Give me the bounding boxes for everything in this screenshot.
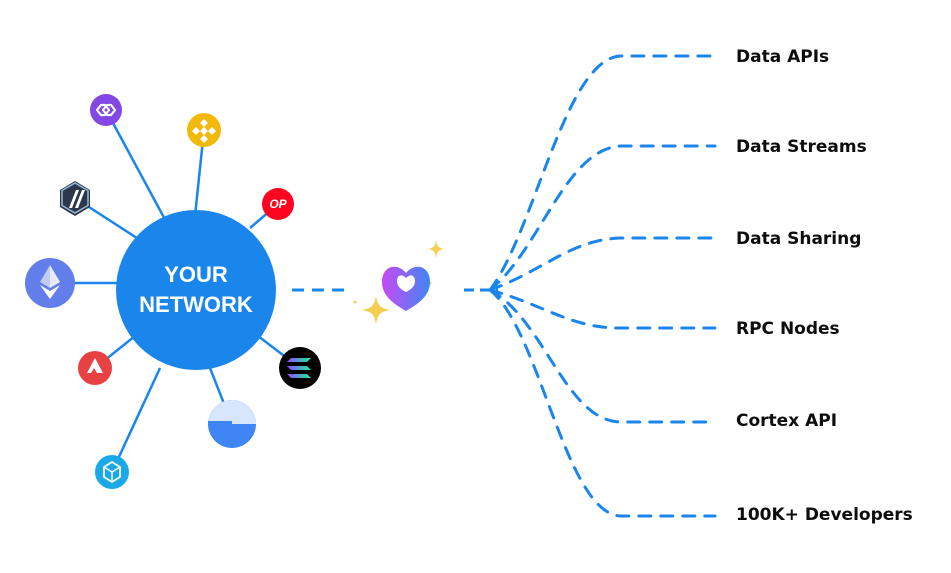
- output-label-cortex-api: Cortex API: [736, 411, 837, 431]
- spokes: [50, 109, 301, 473]
- output-labels: Data APIs Data Streams Data Sharing RPC …: [736, 47, 913, 525]
- output-label-data-apis: Data APIs: [736, 47, 829, 67]
- hub-label-line1: YOUR: [164, 262, 228, 287]
- avalanche-icon: [78, 351, 112, 385]
- ethereum-icon: [25, 258, 75, 308]
- hub-circle: [116, 210, 276, 370]
- hub-label-line2: NETWORK: [139, 292, 253, 317]
- base-icon: [208, 400, 256, 448]
- arbitrum-icon: [60, 181, 90, 216]
- optimism-label: OP: [269, 197, 287, 211]
- output-label-rpc-nodes: RPC Nodes: [736, 319, 840, 339]
- connector-data-apis: [488, 54, 717, 292]
- fantom-icon: [95, 455, 129, 489]
- platform-logo-icon: [382, 266, 430, 311]
- connector-developers: [488, 288, 717, 518]
- polygon-icon: [90, 94, 122, 126]
- output-label-developers: 100K+ Developers: [736, 505, 913, 525]
- output-label-data-sharing: Data Sharing: [736, 229, 861, 249]
- bnb-icon: [187, 113, 221, 147]
- optimism-icon: OP: [262, 188, 294, 220]
- solana-icon: [279, 347, 321, 389]
- spoke-fantom: [110, 367, 162, 473]
- spoke-polygon: [104, 109, 170, 226]
- output-label-data-streams: Data Streams: [736, 137, 867, 157]
- connector-data-sharing: [488, 236, 717, 292]
- fanout-connectors: [488, 54, 717, 518]
- network-hub: YOUR NETWORK: [116, 210, 276, 370]
- connector-cortex-api: [488, 288, 717, 424]
- connector-rpc-nodes: [488, 288, 717, 330]
- connector-data-streams: [488, 144, 717, 292]
